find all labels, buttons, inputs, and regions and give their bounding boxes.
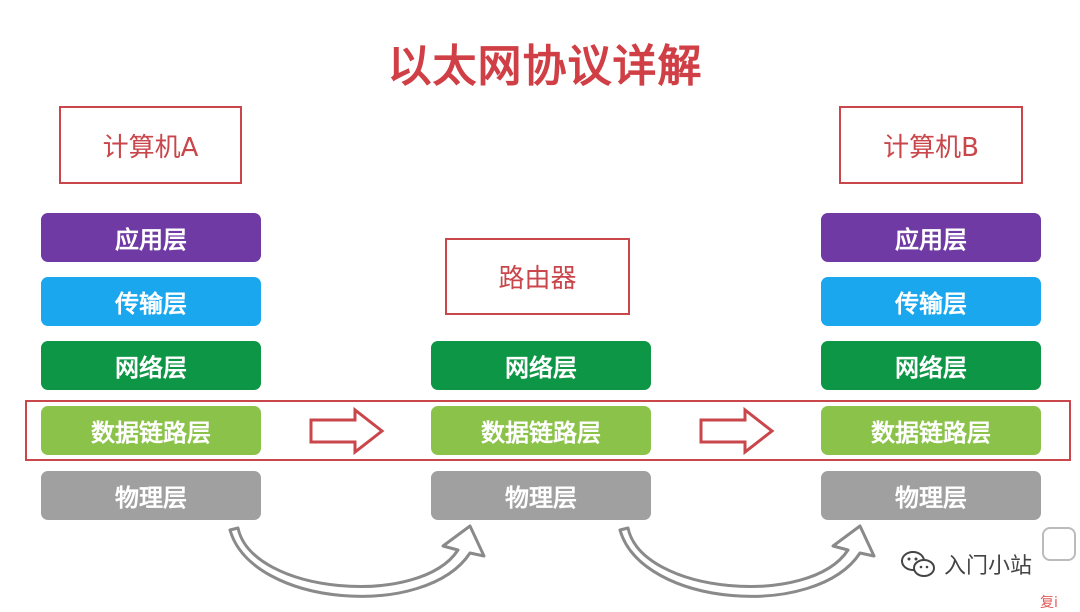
computer-a-label: 计算机A [59,106,242,184]
curved-arrow-icon [228,524,486,598]
computer-a-physical-layer: 物理层 [41,471,261,520]
datalink-highlight-band [25,400,1071,461]
router-physical-layer: 物理层 [431,471,651,520]
router-network-layer: 网络层 [431,341,651,390]
computer-b-physical-layer: 物理层 [821,471,1041,520]
corner-text: 复i [1040,595,1058,611]
computer-b-application-layer: 应用层 [821,213,1041,262]
computer-a-application-layer: 应用层 [41,213,261,262]
right-arrow-icon [699,406,775,456]
curved-arrow-icon [618,524,876,598]
computer-a-network-layer: 网络层 [41,341,261,390]
computer-b-label: 计算机B [839,106,1023,184]
wechat-icon [901,551,935,577]
page-title: 以太网协议详解 [387,41,703,92]
computer-a-datalink-layer: 数据链路层 [41,406,261,455]
computer-b-network-layer: 网络层 [821,341,1041,390]
computer-a-transport-layer: 传输层 [41,277,261,326]
router-label: 路由器 [445,238,630,315]
watermark-text: 入门小站 [944,554,1033,579]
computer-b-datalink-layer: 数据链路层 [821,406,1041,455]
corner-logo-icon [1042,527,1076,561]
watermark: 入门小站 [900,548,1032,580]
router-datalink-layer: 数据链路层 [431,406,651,455]
right-arrow-icon [309,406,385,456]
computer-b-transport-layer: 传输层 [821,277,1041,326]
